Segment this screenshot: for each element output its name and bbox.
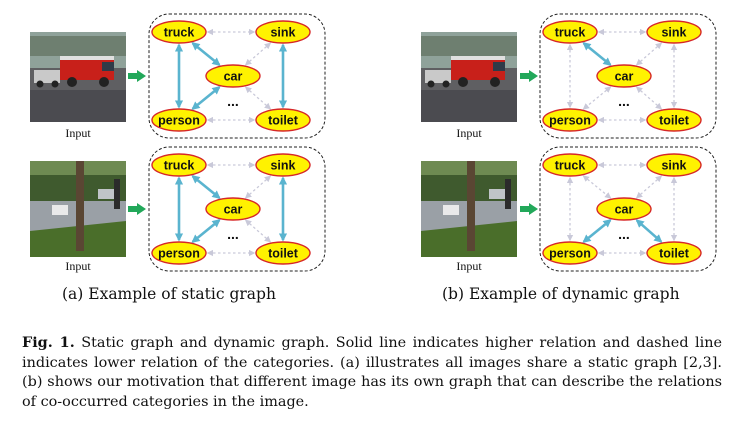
- node-label-toilet: toilet: [659, 114, 690, 128]
- edge-truck-car-strong: [191, 42, 221, 66]
- node-label-truck: truck: [164, 159, 195, 173]
- node-label-sink: sink: [661, 26, 686, 40]
- node-label-car: car: [615, 70, 634, 84]
- node-toilet: [646, 241, 702, 265]
- input-photo-roadside-a: [30, 161, 126, 257]
- edge-sink-car-weak: [244, 175, 272, 199]
- node-person: [542, 241, 598, 265]
- node-sink: [255, 20, 311, 44]
- node-person: [151, 241, 207, 265]
- edge-sink-car-weak: [635, 42, 663, 66]
- node-truck: [151, 153, 207, 177]
- ellipsis: ...: [227, 93, 239, 109]
- node-label-person: person: [549, 114, 591, 128]
- input-label: Input: [65, 259, 91, 273]
- node-label-person: person: [158, 114, 200, 128]
- graph-dynamic-2: truck sink car person toilet...: [539, 146, 717, 272]
- input-photo-roadside-b: [421, 161, 517, 257]
- graph-border: [148, 13, 326, 139]
- subcaption-static: (a) Example of static graph: [62, 285, 276, 303]
- graph-static-1: truck sink car person toilet...: [148, 13, 326, 139]
- node-sink: [646, 153, 702, 177]
- input-label: Input: [65, 126, 91, 140]
- node-label-toilet: toilet: [268, 114, 299, 128]
- node-toilet: [255, 108, 311, 132]
- node-label-truck: truck: [555, 159, 586, 173]
- node-car: [596, 197, 652, 221]
- edge-car-toilet-strong: [635, 219, 663, 243]
- graph-border: [539, 146, 717, 272]
- node-label-car: car: [224, 70, 243, 84]
- arrow-icon: [520, 203, 538, 215]
- figure-caption: Fig. 1. Static graph and dynamic graph. …: [22, 333, 722, 412]
- node-person: [151, 108, 207, 132]
- node-label-toilet: toilet: [268, 247, 299, 261]
- edge-car-toilet-weak: [244, 86, 272, 110]
- node-car: [205, 64, 261, 88]
- node-label-person: person: [158, 247, 200, 261]
- node-person: [542, 108, 598, 132]
- graph-static-2: truck sink car person toilet...: [148, 146, 326, 272]
- graph-dynamic-1: truck sink car person toilet...: [539, 13, 717, 139]
- ellipsis: ...: [618, 93, 630, 109]
- caption-text: Static graph and dynamic graph. Solid li…: [22, 335, 723, 410]
- arrow-icon: [128, 203, 146, 215]
- node-label-car: car: [224, 203, 243, 217]
- arrow-icon: [520, 70, 538, 82]
- node-sink: [646, 20, 702, 44]
- subcaption-dynamic: (b) Example of dynamic graph: [442, 285, 680, 303]
- edge-car-person-weak: [582, 86, 612, 110]
- edge-car-person-strong: [191, 219, 221, 243]
- ellipsis: ...: [618, 226, 630, 242]
- edge-sink-car-weak: [635, 175, 663, 199]
- node-label-truck: truck: [555, 26, 586, 40]
- node-truck: [151, 20, 207, 44]
- node-truck: [542, 153, 598, 177]
- input-photo-fire-truck-b: [421, 32, 517, 122]
- node-label-toilet: toilet: [659, 247, 690, 261]
- edge-car-person-strong: [582, 219, 612, 243]
- ellipsis: ...: [227, 226, 239, 242]
- node-label-person: person: [549, 247, 591, 261]
- edge-truck-car-strong: [191, 175, 221, 199]
- arrow-icon: [128, 70, 146, 82]
- figure-label: Fig. 1.: [22, 334, 75, 351]
- graph-border: [539, 13, 717, 139]
- node-car: [596, 64, 652, 88]
- node-toilet: [255, 241, 311, 265]
- node-label-sink: sink: [270, 26, 295, 40]
- input-label: Input: [456, 259, 482, 273]
- node-car: [205, 197, 261, 221]
- edge-truck-car-weak: [582, 175, 612, 199]
- edge-truck-car-strong: [582, 42, 612, 66]
- edge-car-person-strong: [191, 86, 221, 110]
- node-label-sink: sink: [270, 159, 295, 173]
- edge-sink-car-weak: [244, 42, 272, 66]
- edge-car-toilet-weak: [244, 219, 272, 243]
- node-truck: [542, 20, 598, 44]
- graph-border: [148, 146, 326, 272]
- node-toilet: [646, 108, 702, 132]
- node-sink: [255, 153, 311, 177]
- node-label-car: car: [615, 203, 634, 217]
- node-label-truck: truck: [164, 26, 195, 40]
- node-label-sink: sink: [661, 159, 686, 173]
- edge-car-toilet-weak: [635, 86, 663, 110]
- input-photo-fire-truck-a: [30, 32, 126, 122]
- input-label: Input: [456, 126, 482, 140]
